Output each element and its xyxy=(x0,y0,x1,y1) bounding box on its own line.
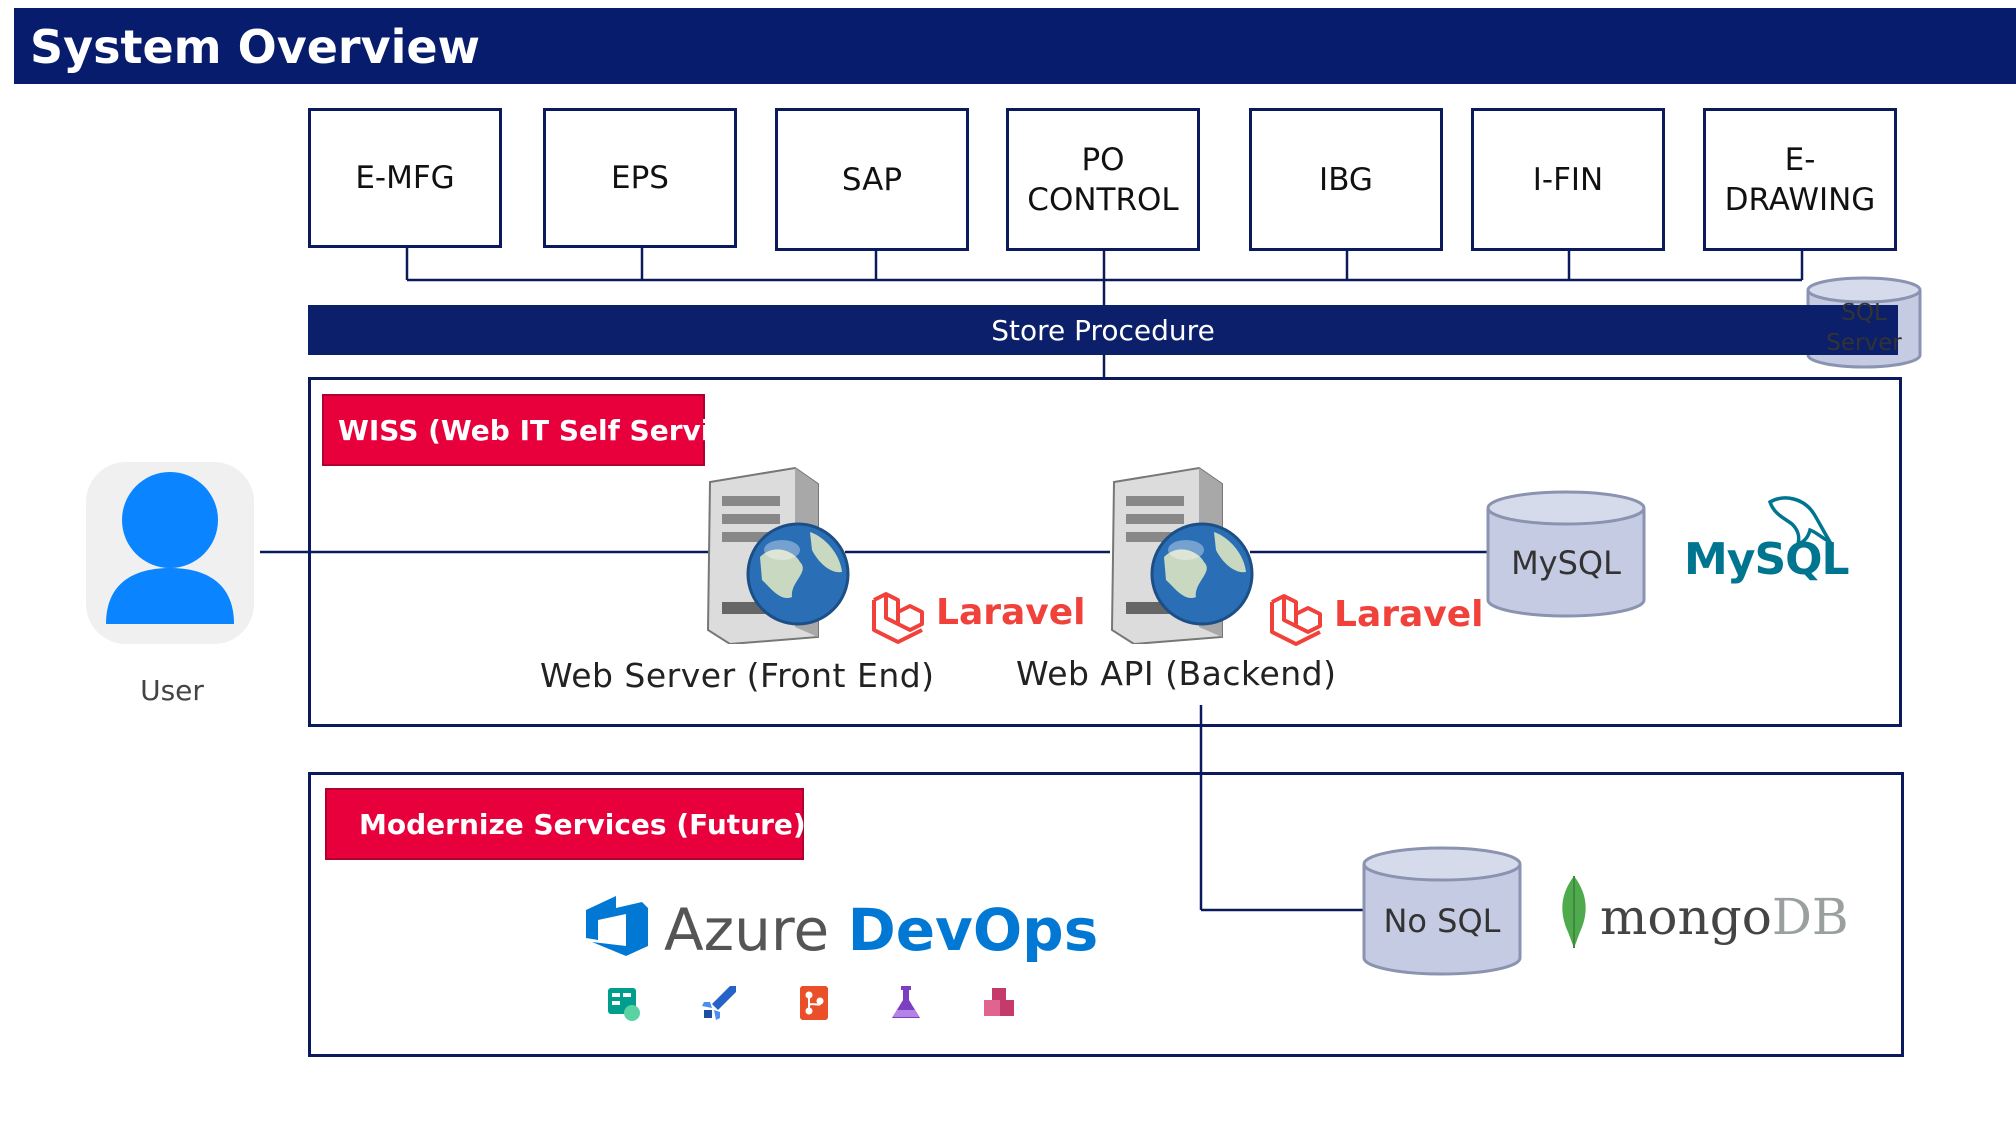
header-bar: System Overview xyxy=(14,8,2016,84)
dolphin-icon xyxy=(1767,496,1834,547)
laravel-icon xyxy=(1270,594,1322,646)
artifacts-icon xyxy=(984,988,1014,1016)
mongodb-leaf-icon xyxy=(1562,876,1586,948)
web-api-label: Web API (Backend) xyxy=(1016,654,1337,693)
devops-text: DevOps xyxy=(847,896,1099,964)
page-title: System Overview xyxy=(30,20,481,74)
test-plans-icon xyxy=(892,986,920,1018)
store-procedure-bar: Store Procedure xyxy=(308,305,1898,355)
wiss-region xyxy=(308,377,1902,727)
system-box-e-drawing: E-DRAWING xyxy=(1703,108,1897,251)
azure-devops-icon xyxy=(586,896,648,956)
repos-icon xyxy=(800,986,828,1020)
wiss-tag: WISS (Web IT Self Service) xyxy=(322,394,759,466)
system-box-sap: SAP xyxy=(775,108,969,251)
azure-devops-text: Azure DevOps xyxy=(664,896,1098,964)
web-server-label: Web Server (Front End) xyxy=(540,656,935,695)
db-text: DB xyxy=(1771,888,1849,946)
system-box-i-fin: I-FIN xyxy=(1471,108,1665,251)
laravel-text: Laravel xyxy=(936,592,1086,633)
web-api-icon xyxy=(1110,466,1254,644)
mongo-text: mongo xyxy=(1600,888,1772,946)
web-server-icon xyxy=(706,466,850,644)
system-box-eps: EPS xyxy=(543,108,737,248)
user-label: User xyxy=(140,674,204,707)
boards-icon xyxy=(608,988,640,1021)
system-box-po-control: PO CONTROL xyxy=(1006,108,1200,251)
future-region xyxy=(308,772,1904,1057)
mongodb-text: mongoDB xyxy=(1600,888,1849,946)
system-box-e-mfg: E-MFG xyxy=(308,108,502,248)
mysql-cylinder xyxy=(1486,490,1646,618)
mysql-db-label: MySQL xyxy=(1511,544,1621,582)
laravel-text: Laravel xyxy=(1334,594,1484,635)
pipelines-icon xyxy=(702,986,736,1020)
nosql-cylinder xyxy=(1362,846,1522,976)
mysql-logo-text: MySQL xyxy=(1684,534,1850,585)
sql-server-label: SQL Server xyxy=(1826,300,1902,356)
system-box-ibg: IBG xyxy=(1249,108,1443,251)
user-icon xyxy=(86,462,254,644)
nosql-label: No SQL xyxy=(1383,902,1501,940)
future-tag: Modernize Services (Future) xyxy=(325,788,806,860)
laravel-icon xyxy=(872,592,924,644)
mysql-logo: MySQL xyxy=(1684,492,1850,602)
azure-text: Azure xyxy=(664,896,830,964)
